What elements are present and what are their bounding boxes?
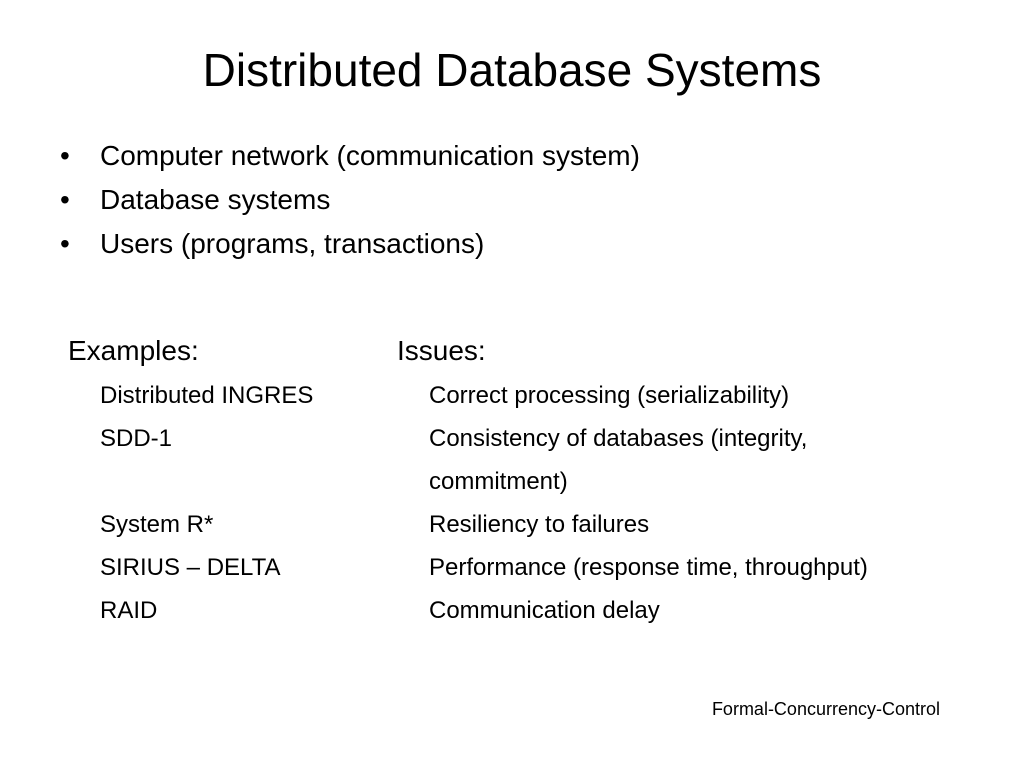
bullet-text: Database systems — [100, 184, 331, 215]
bullet-icon: • — [60, 140, 70, 171]
example-item: SDD-1 — [100, 425, 173, 452]
bullet-item: • Computer network (communication system… — [60, 134, 640, 178]
slide-footer: Formal-Concurrency-Control — [711, 699, 940, 719]
issue-item: Resiliency to failures — [429, 511, 650, 538]
examples-heading: Examples: — [68, 335, 199, 366]
slide-title: Distributed Database Systems — [202, 44, 822, 96]
issues-heading: Issues: — [397, 335, 486, 366]
bullet-text: Users (programs, transactions) — [100, 228, 485, 259]
example-item: System R* — [100, 511, 214, 538]
issue-item: Correct processing (serializability) — [429, 382, 790, 409]
example-item: Distributed INGRES — [100, 382, 314, 409]
bullet-text: Computer network (communication system) — [100, 140, 640, 171]
issues-list: Correct processing (serializability) Con… — [429, 374, 899, 632]
bullet-list: • Computer network (communication system… — [60, 134, 640, 266]
bullet-icon: • — [60, 184, 70, 215]
example-item: SIRIUS – DELTA — [100, 554, 281, 581]
bullet-item: • Database systems — [60, 178, 640, 222]
issue-item: Communication delay — [429, 597, 660, 624]
bullet-item: • Users (programs, transactions) — [60, 222, 640, 266]
issue-item: Consistency of databases (integrity, com… — [429, 425, 808, 495]
bullet-icon: • — [60, 228, 70, 259]
examples-list: Distributed INGRES SDD-1 System R* SIRIU… — [100, 374, 313, 632]
example-item: RAID — [100, 597, 158, 624]
issue-item: Performance (response time, throughput) — [429, 554, 868, 581]
